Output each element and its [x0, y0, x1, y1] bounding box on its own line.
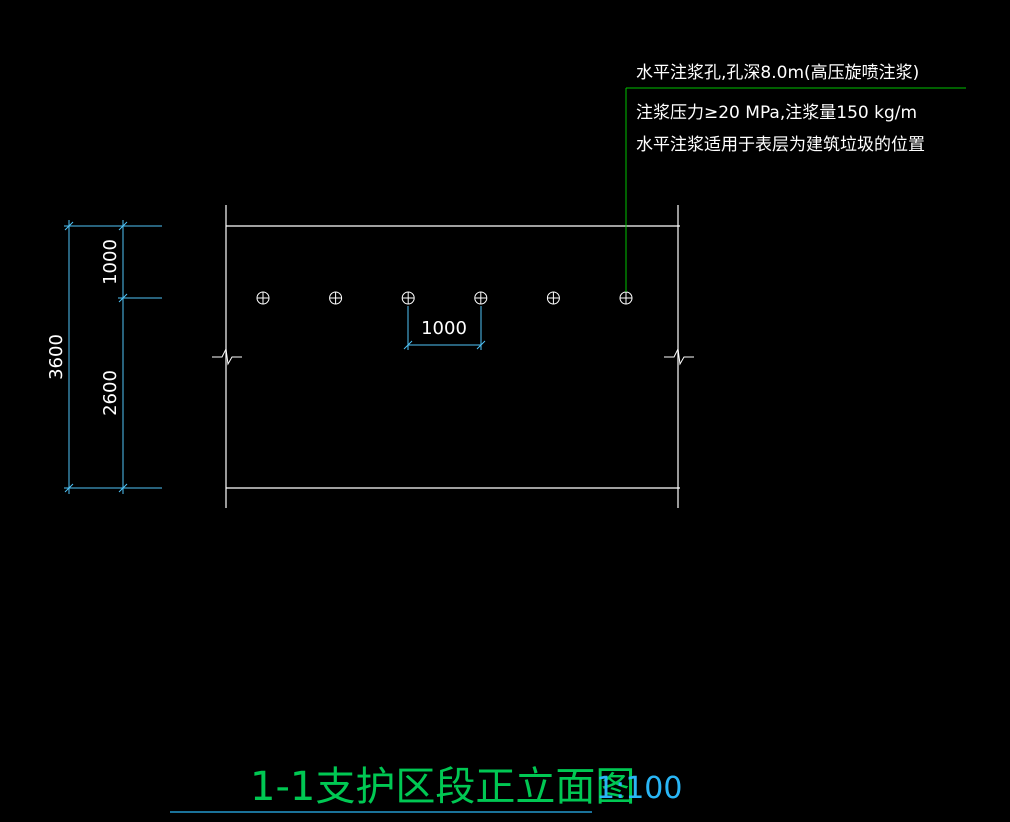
break-symbols [212, 347, 694, 366]
wall-outline [225, 205, 680, 508]
tick-total-top [64, 221, 74, 231]
spacing-tick-left [403, 340, 413, 350]
grout-hole-icon [546, 291, 560, 305]
spacing-tick-right [476, 340, 486, 350]
grout-hole-icon [329, 291, 343, 305]
dim-upper-label: 1000 [100, 239, 121, 285]
tick-upper-bottom [118, 293, 128, 303]
vertical-dimensions [64, 220, 162, 494]
hole-spacing-dimension [403, 306, 486, 350]
drawing-title: 1-1支护区段正立面图 [250, 764, 635, 810]
note-line-1: 水平注浆孔,孔深8.0m(高压旋喷注浆) [636, 63, 919, 83]
grout-hole-icon [256, 291, 270, 305]
tick-total-bottom [64, 483, 74, 493]
note-leader [625, 87, 966, 292]
tick-lower-bottom [118, 483, 128, 493]
note-line-3: 水平注浆适用于表层为建筑垃圾的位置 [636, 135, 925, 155]
break-symbol-right [664, 347, 694, 366]
break-symbol-left [212, 347, 242, 366]
tick-upper-top [118, 221, 128, 231]
grout-hole-icon [401, 291, 415, 305]
grout-hole-icon [474, 291, 488, 305]
dim-total-label: 3600 [46, 334, 67, 380]
hole-spacing-label: 1000 [421, 318, 467, 339]
note-line-2: 注浆压力≥20 MPa,注浆量150 kg/m [636, 103, 917, 123]
dim-lower-label: 2600 [100, 370, 121, 416]
grout-hole-icon [619, 291, 633, 305]
drawing-scale: 1:100 [596, 771, 682, 806]
grout-holes [256, 291, 633, 305]
